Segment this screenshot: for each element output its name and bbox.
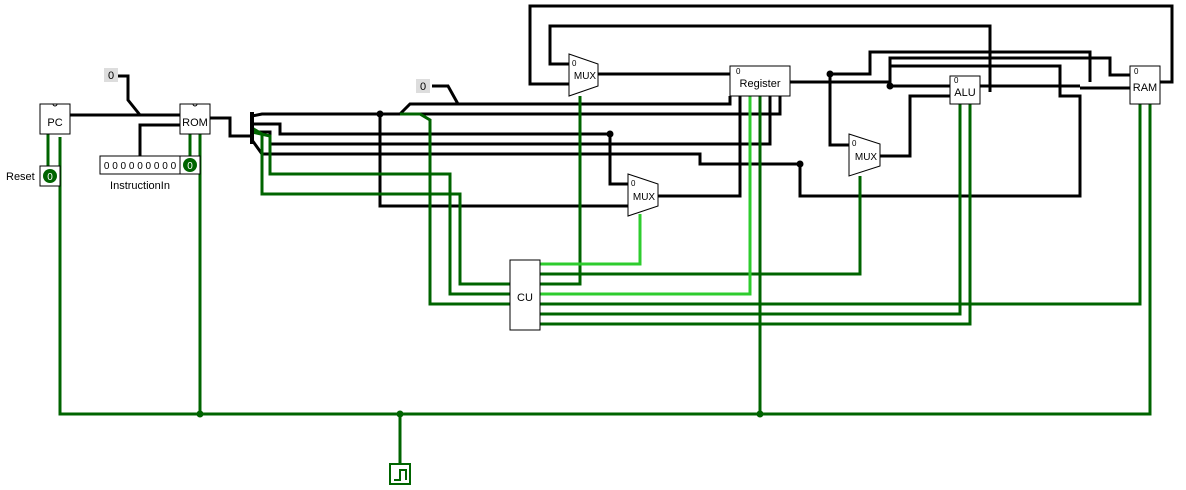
bus-register-ram xyxy=(830,50,1092,82)
cu-block[interactable]: CU xyxy=(509,259,541,331)
junction-dot xyxy=(796,160,804,168)
bus-wires xyxy=(70,4,1174,208)
junction-dot xyxy=(606,130,614,138)
bus-instruction-rom xyxy=(138,123,180,156)
instruction-input[interactable]: 0 0 0 0 0 0 0 0 0 InstructionIn xyxy=(99,155,181,192)
mux-1-select: 0 xyxy=(572,59,577,68)
bus-mux2-left xyxy=(608,134,628,186)
junctions xyxy=(376,70,894,168)
cu-out-ram xyxy=(540,96,1142,306)
cu-out-register xyxy=(540,96,582,286)
bus-mux2-out xyxy=(658,96,742,198)
mux-3-label: MUX xyxy=(855,152,878,163)
reset-input[interactable]: Reset 0 xyxy=(6,165,61,187)
cu-out-alu-b xyxy=(540,104,972,326)
bus-const1-rom xyxy=(116,74,142,116)
clock-junctions xyxy=(196,410,764,418)
junction-dot xyxy=(376,110,384,118)
mux-3[interactable]: 0 MUX xyxy=(848,133,881,177)
mux-1-label: MUX xyxy=(574,71,597,82)
register-label: Register xyxy=(740,78,781,90)
alu-block[interactable]: 0 ALU xyxy=(949,75,981,105)
ram-label: RAM xyxy=(1133,82,1157,94)
pc-register[interactable]: PC xyxy=(39,103,71,135)
bus-split-b xyxy=(252,122,610,136)
junction-dot xyxy=(196,410,204,418)
constant-1-value: 0 xyxy=(108,70,114,82)
rom-block[interactable]: ROM xyxy=(179,103,211,135)
bus-feedback-inner xyxy=(548,24,992,92)
reset-value: 0 xyxy=(47,172,53,183)
bus-rom-out2 xyxy=(398,102,458,116)
bus-rom-splitter xyxy=(210,116,252,138)
bus-feedback-outer xyxy=(528,4,1174,86)
active-cu-mux2 xyxy=(540,214,642,266)
constant-2[interactable]: 0 xyxy=(416,79,430,93)
rom-pin-input[interactable]: 0 xyxy=(179,155,201,175)
clock-line xyxy=(58,96,1152,416)
bus-mux2-feed xyxy=(378,114,628,208)
pc-label: PC xyxy=(47,117,62,129)
junction-dot xyxy=(826,70,834,78)
junction-dot xyxy=(756,410,764,418)
mux-1[interactable]: 0 MUX xyxy=(568,53,599,97)
cu-out-alu-a xyxy=(540,104,962,316)
bus-register-mux3 xyxy=(828,74,849,147)
junction-dot xyxy=(886,82,894,90)
instruction-label: InstructionIn xyxy=(110,180,170,192)
clock-icon xyxy=(394,469,407,481)
ctrl-2 xyxy=(251,130,510,296)
mux-2-select: 0 xyxy=(631,179,636,188)
reset-pin-indicator xyxy=(43,169,57,183)
clock-input[interactable] xyxy=(389,463,411,485)
mux-2-label: MUX xyxy=(633,192,656,203)
rom-pin-indicator xyxy=(183,158,197,172)
cu-label: CU xyxy=(517,292,533,304)
bus-register-alu xyxy=(790,56,1130,84)
bus-mux3-alu xyxy=(880,94,950,158)
reset-label: Reset xyxy=(6,171,35,183)
control-wires xyxy=(46,96,1152,466)
rom-pin-value: 0 xyxy=(187,161,193,172)
alu-label: ALU xyxy=(954,87,975,99)
register-block[interactable]: 0 Register xyxy=(729,65,791,97)
ram-tick: 0 xyxy=(1134,67,1139,76)
cu-out-mux3 xyxy=(540,176,862,276)
mux-3-select: 0 xyxy=(852,139,857,148)
instruction-bits: 0 0 0 0 0 0 0 0 0 xyxy=(104,161,177,172)
constant-2-value: 0 xyxy=(420,81,426,93)
ram-block[interactable]: 0 RAM xyxy=(1129,65,1161,105)
active-wires xyxy=(540,96,752,296)
mux-2[interactable]: 0 MUX xyxy=(627,173,659,217)
bus-ram-alu xyxy=(798,64,1082,198)
bus-split-a xyxy=(251,96,782,118)
register-tick: 0 xyxy=(736,67,741,76)
rom-label: ROM xyxy=(182,117,208,129)
junction-dot xyxy=(396,410,404,418)
ctrl-3 xyxy=(400,112,510,306)
alu-tick: 0 xyxy=(954,76,959,85)
bus-split-d xyxy=(250,139,800,166)
constant-1[interactable]: 0 xyxy=(104,68,118,82)
active-cu-register-a xyxy=(540,96,752,296)
